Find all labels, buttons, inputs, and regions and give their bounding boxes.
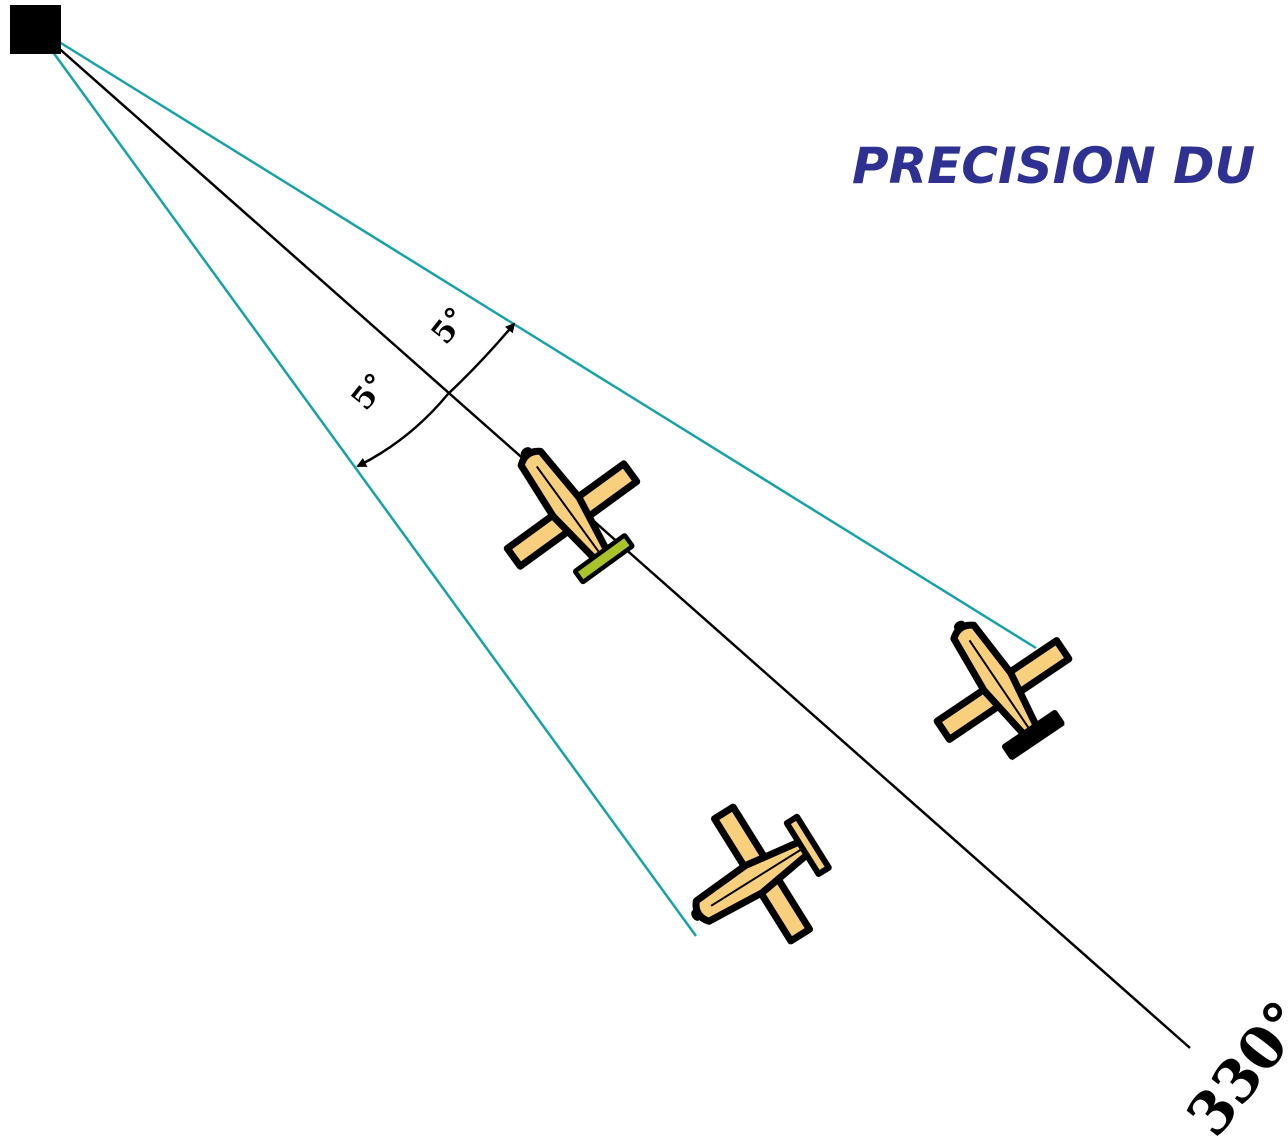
angle-arc-right	[447, 322, 516, 395]
left-limit-line	[48, 47, 698, 937]
station-square-icon	[10, 5, 61, 54]
airplane-icon	[897, 582, 1097, 782]
airplane-icon	[466, 406, 666, 606]
left-angle-label: 5°	[345, 367, 395, 417]
right-angle-label: 5°	[425, 301, 475, 351]
heading-label: 330°	[1173, 988, 1288, 1144]
angle-arc	[356, 393, 449, 468]
right-limit-line	[55, 38, 1037, 650]
diagram-title: PRECISION DU	[852, 137, 1255, 195]
airplane-icon	[654, 781, 851, 978]
